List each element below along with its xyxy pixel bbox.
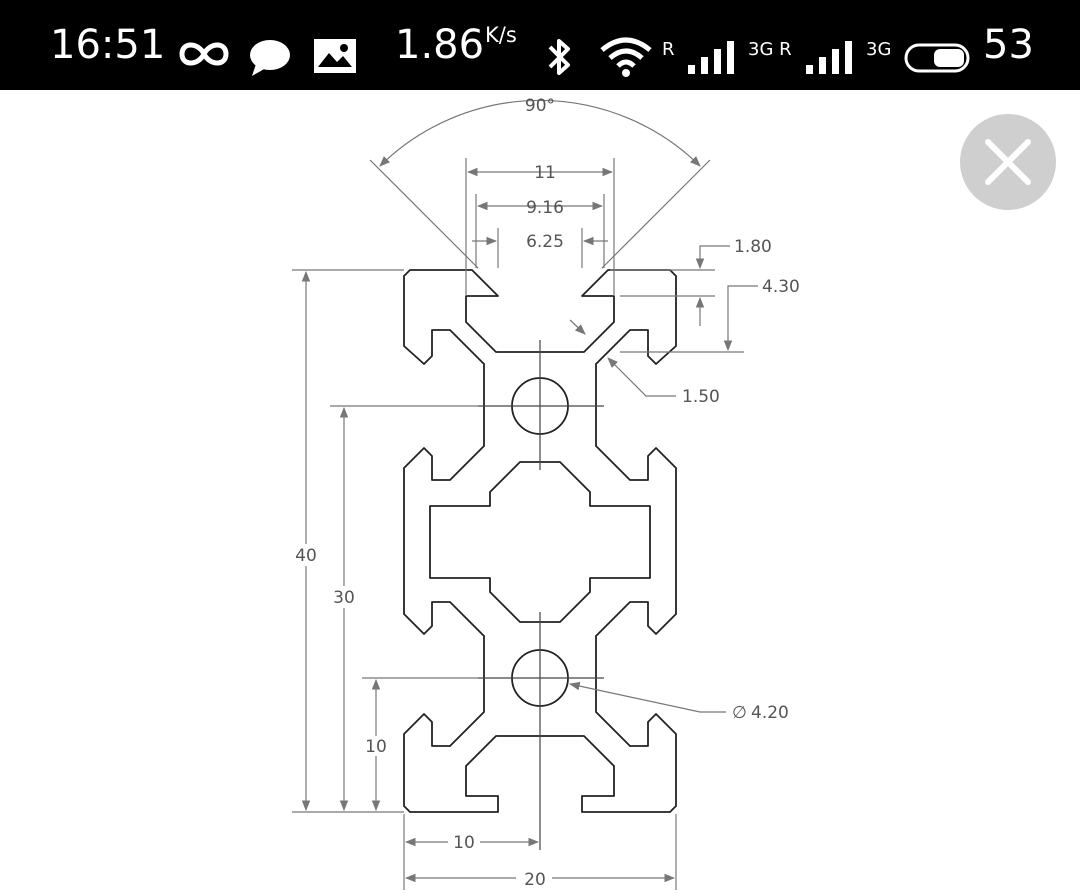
signal-icon [688, 41, 734, 74]
dim-slot-depth: 4.30 [762, 277, 800, 297]
dim-total-width: 20 [524, 870, 546, 890]
technical-drawing: 90° 11 9.16 6.25 1.80 4.30 1.50 ∅ 4.20 4… [292, 96, 800, 890]
dim-hole-diameter: 4.20 [751, 703, 789, 723]
dim-center-distance: 30 [333, 588, 355, 608]
bluetooth-icon [548, 39, 570, 75]
status-time: 16:51 [50, 22, 166, 68]
dim-fillet: 1.50 [682, 387, 720, 407]
chat-bubble-icon [250, 40, 290, 76]
dimension-lines [292, 99, 758, 890]
infinity-icon [179, 42, 229, 66]
status-bar: 16:51 1.86 K/s R 3G R 3G [0, 0, 1080, 90]
battery-icon [904, 43, 970, 73]
dim-hole-diameter-symbol: ∅ [732, 703, 747, 723]
network-speed-unit: K/s [485, 23, 517, 47]
center-lines [478, 340, 604, 850]
close-icon [985, 139, 1031, 185]
close-button[interactable] [960, 114, 1056, 210]
sim2-label: 3G R [748, 39, 792, 60]
dim-bottom-offset: 10 [365, 737, 387, 757]
dim-slot-outer-width: 11 [534, 163, 556, 183]
signal-icon [806, 41, 852, 74]
image-notification-icon [314, 39, 356, 73]
dim-lip-thickness: 1.80 [734, 237, 772, 257]
sim2-network-type: 3G [866, 39, 892, 60]
battery-level: 53 [983, 22, 1034, 68]
wifi-icon [600, 37, 652, 77]
dim-total-height: 40 [295, 546, 317, 566]
dim-angle: 90° [525, 96, 555, 116]
network-speed: 1.86 [395, 22, 485, 68]
dim-slot-inner-width: 9.16 [526, 198, 564, 218]
sim1-label: R [662, 39, 675, 60]
dim-slot-opening: 6.25 [526, 232, 564, 252]
dim-half-width: 10 [453, 833, 475, 853]
